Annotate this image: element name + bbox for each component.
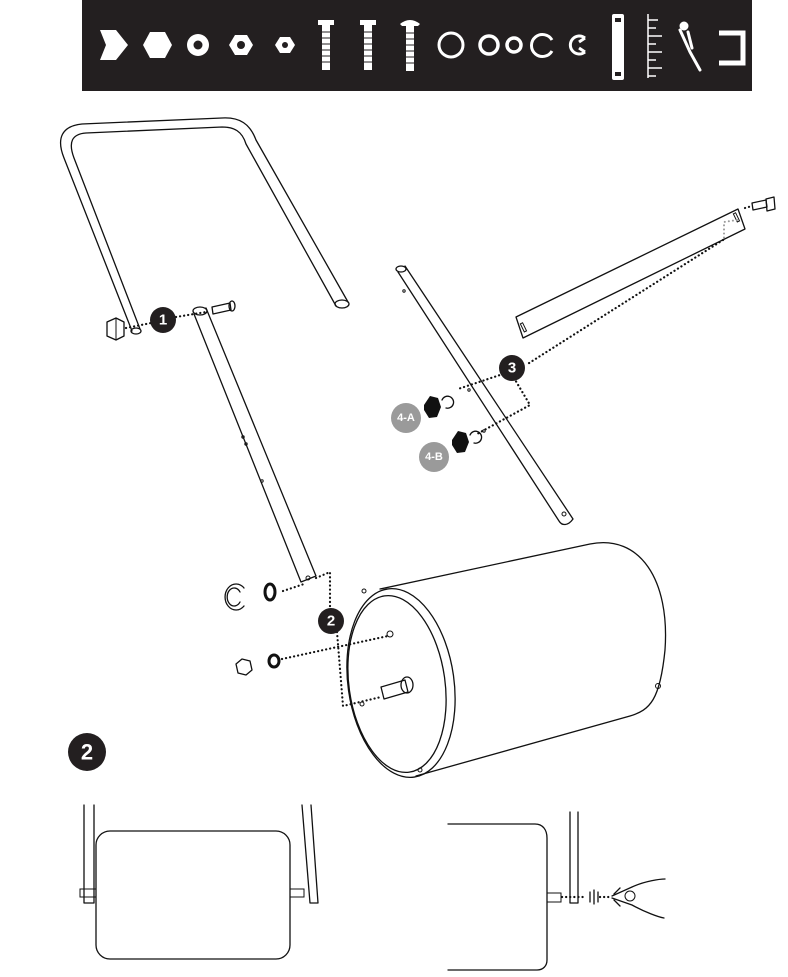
detail-badge: 2 (68, 733, 106, 771)
hex-bolt-icon (100, 30, 128, 60)
washer-icon (478, 34, 500, 56)
step-badge-2: 2 (318, 608, 344, 634)
flat-bar (515, 208, 746, 339)
spacer-bar-icon (612, 14, 624, 80)
step-badge-4a: 4-A (391, 403, 421, 433)
o-ring (263, 582, 277, 602)
step-3-label: 3 (508, 360, 516, 377)
bolt-icon (400, 20, 420, 71)
c-clip (224, 583, 245, 611)
small-hex-nut-icon (229, 35, 253, 55)
washer-icon (505, 36, 523, 54)
handle-tube (59, 117, 350, 335)
ruler-icon (647, 14, 662, 78)
snap-ring-icon (530, 33, 554, 58)
washer-icon (187, 34, 209, 56)
step-badge-4b: 4-B (419, 442, 449, 472)
step-badge-1: 1 (150, 307, 176, 333)
c-clip-icon (568, 34, 586, 56)
detail-drum-front (79, 804, 319, 960)
step3-bolt (751, 196, 776, 212)
step4a-knob (424, 395, 455, 418)
washer (267, 653, 281, 669)
hardware-strip (82, 0, 752, 91)
step-4b-label: 4-B (425, 451, 443, 463)
step-2-label: 2 (327, 613, 335, 630)
hex-nut-icon (143, 32, 172, 58)
detail-label: 2 (81, 740, 93, 765)
step1-nut (106, 317, 125, 341)
step1-bolt (211, 300, 236, 315)
step-badge-3: 3 (499, 355, 525, 381)
left-arm-tube (192, 306, 317, 583)
right-arm-tube (395, 265, 574, 526)
nut-cap (235, 658, 253, 676)
step4b-knob (452, 430, 483, 453)
pliers-icon (611, 878, 666, 919)
detail-clip-pliers (447, 811, 614, 971)
pliers-icon (678, 21, 702, 72)
bolt-icon (360, 20, 376, 70)
roller-drum (346, 542, 667, 779)
bolt-icon (318, 20, 334, 70)
u-bracket-icon (719, 30, 746, 66)
step-4a-label: 4-A (397, 412, 415, 424)
washer-icon (437, 31, 465, 59)
step-1-label: 1 (159, 312, 167, 329)
small-washer-icon (275, 37, 295, 53)
